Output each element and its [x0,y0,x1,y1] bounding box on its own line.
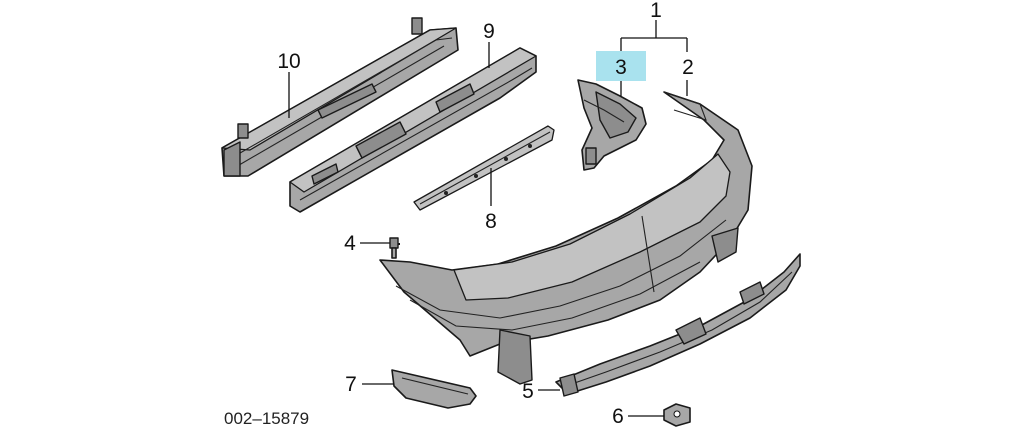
part-10-reinforcement-rail[interactable] [221,17,459,177]
diagram-reference-number: 002–15879 [224,409,309,427]
callout-6: 6 [612,405,624,427]
bumper-cover[interactable] [379,91,753,385]
part-9-carrier-beam[interactable] [289,47,537,213]
callout-1: 1 [650,0,662,22]
callout-10: 10 [277,50,300,73]
callout-3[interactable]: 3 [615,56,627,79]
part-6-clip[interactable] [663,403,691,427]
callout-8: 8 [485,210,497,233]
callout-4: 4 [344,232,356,255]
part-8-trim-strip[interactable] [413,125,555,211]
part-7-trim-piece[interactable] [391,369,477,409]
part-4-screw[interactable] [389,237,400,259]
callout-5: 5 [522,380,534,403]
part-5-lower-diffuser[interactable] [555,253,801,397]
callout-7: 7 [345,373,357,396]
callout-2: 2 [682,56,694,79]
callout-9: 9 [483,20,495,43]
callout-3-highlight [596,51,646,81]
leader-lines [288,20,688,417]
part-3-mounting-bracket[interactable] [577,79,647,171]
